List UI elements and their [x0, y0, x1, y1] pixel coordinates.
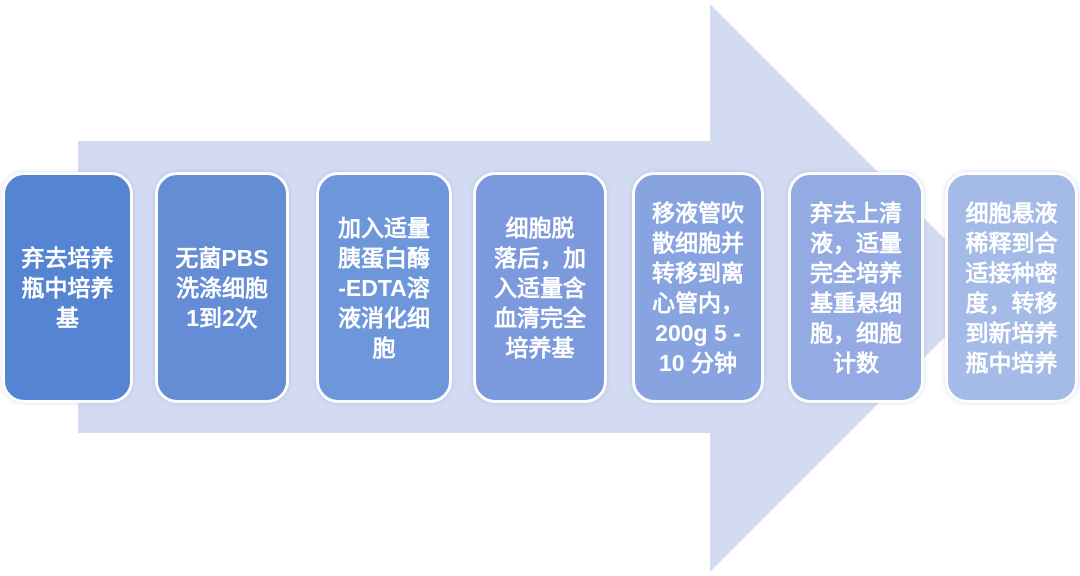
flow-step-6: 弃去上清 液，适量 完全培养 基重悬细 胞，细胞 计数	[788, 172, 924, 403]
flow-step-5: 移液管吹 散细胞并 转移到离 心管内， 200g 5 - 10 分钟	[632, 172, 764, 403]
flow-step-6-text: 弃去上清 液，适量 完全培养 基重悬细 胞，细胞 计数	[810, 199, 902, 376]
flow-step-1: 弃去培养 瓶中培养 基	[2, 172, 133, 403]
flow-step-2: 无菌PBS 洗涤细胞 1到2次	[155, 172, 289, 403]
flow-step-4: 细胞脱 落后，加 入适量含 血清完全 培养基	[473, 172, 607, 403]
flow-step-7-text: 细胞悬液 稀释到合 适接种密 度，转移 到新培养 瓶中培养	[965, 199, 1058, 376]
flow-step-3: 加入适量 胰蛋白酶 -EDTA溶 液消化细 胞	[316, 172, 452, 403]
flow-step-4-text: 细胞脱 落后，加 入适量含 血清完全 培养基	[494, 214, 586, 361]
flow-step-1-text: 弃去培养 瓶中培养 基	[21, 244, 114, 331]
flow-step-5-text: 移液管吹 散细胞并 转移到离 心管内， 200g 5 - 10 分钟	[652, 199, 744, 376]
flow-step-2-text: 无菌PBS 洗涤细胞 1到2次	[175, 244, 269, 331]
flow-step-7: 细胞悬液 稀释到合 适接种密 度，转移 到新培养 瓶中培养	[945, 172, 1078, 403]
flow-step-3-text: 加入适量 胰蛋白酶 -EDTA溶 液消化细 胞	[338, 214, 430, 361]
